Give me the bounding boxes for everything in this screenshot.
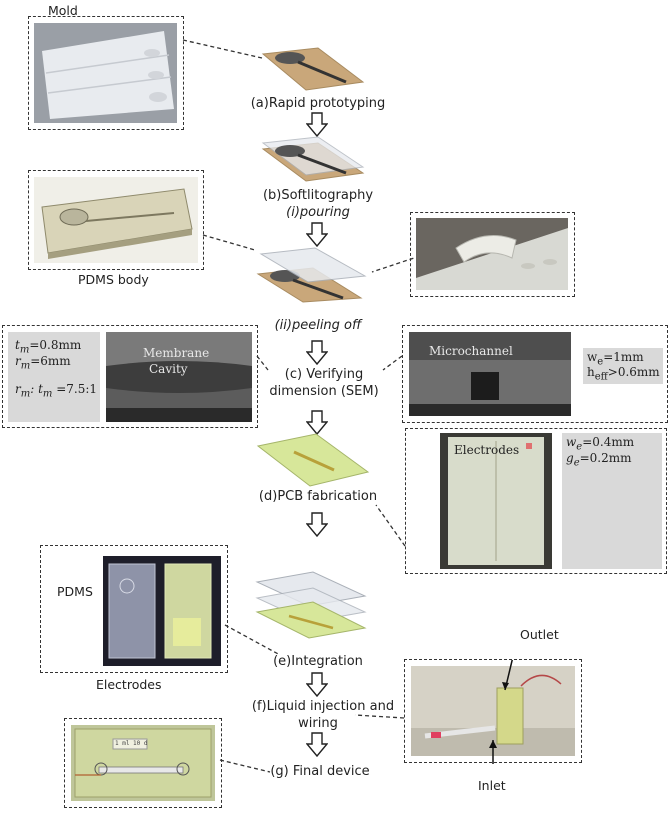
- step-b-pouring-label: (i)pouring: [286, 205, 350, 220]
- final-device-photo: [71, 725, 215, 801]
- down-arrow-icon: [306, 222, 328, 248]
- microchannel-overlay-label: Microchannel: [429, 344, 513, 358]
- mold-label: Mold: [48, 3, 78, 18]
- step-d-label: (d)PCB fabrication: [258, 489, 378, 504]
- electrode-width-param: we=0.4mm: [566, 435, 635, 453]
- membrane-overlay-label: Membrane: [143, 346, 210, 360]
- pdms-body-label: PDMS body: [78, 272, 149, 287]
- sem-right-box: Microchannel we=1mm heff>0.6mm: [402, 325, 668, 423]
- sem-microchannel-image: [409, 332, 571, 416]
- sem-left-box: tm=0.8mm rm=6mm rm: tm =7.5:1 Membrane C…: [2, 325, 258, 428]
- final-device-marking: 1 ml 10 d: [115, 740, 148, 747]
- step-b-label: (b)Softlitography: [262, 188, 374, 203]
- heff-param: heff>0.6mm: [587, 365, 660, 383]
- connector-mold: [182, 39, 263, 59]
- pcb-photo: [440, 433, 552, 569]
- electrodes-overlay-label: Electrodes: [454, 443, 520, 457]
- we-param: we=1mm: [587, 350, 644, 368]
- electrode-params-panel: [562, 433, 662, 569]
- pcb-photo-box: Electrodes we=0.4mm ge=0.2mm: [405, 428, 667, 574]
- step-g-label: (g) Final device: [270, 764, 370, 779]
- outlet-label: Outlet: [520, 627, 559, 642]
- down-arrow-icon: [306, 410, 328, 436]
- step-c-label-2: dimension (SEM): [269, 384, 379, 399]
- step-a-label: (a)Rapid prototyping: [250, 96, 386, 111]
- connector-pdms-body: [202, 234, 256, 251]
- step-f-label-1: (f)Liquid injection and: [251, 699, 395, 714]
- pcb-graphic: [256, 433, 370, 487]
- step-f-label-2: wiring: [298, 716, 338, 731]
- ratio-param: rm: tm =7.5:1: [15, 382, 98, 400]
- cavity-overlay-label: Cavity: [149, 362, 188, 376]
- final-device-photo-box: 1 ml 10 d: [64, 718, 222, 808]
- down-arrow-icon: [306, 512, 328, 538]
- mold-photo: [34, 23, 177, 123]
- step-c-label-1: (c) Verifying: [284, 367, 364, 382]
- mold-photo-box: [28, 16, 184, 130]
- liquid-injection-photo-box: [404, 659, 582, 764]
- pdms-body-photo: [34, 177, 198, 263]
- channel-params-panel: [583, 348, 663, 384]
- down-arrow-icon: [306, 340, 328, 366]
- integration-photo-box: PDMS: [40, 545, 228, 673]
- pdms-label: PDMS: [57, 584, 93, 599]
- tm-param: tm=0.8mm: [15, 338, 82, 356]
- electrode-gap-param: ge=0.2mm: [566, 451, 632, 469]
- pdms-body-photo-box: [28, 170, 204, 270]
- peel-photo-box: [410, 212, 575, 297]
- step-b-peeling-label: (ii)peeling off: [274, 318, 362, 333]
- integration-photo: [103, 556, 221, 666]
- membrane-params-panel: [8, 332, 100, 422]
- rm-param: rm=6mm: [15, 354, 71, 372]
- peel-photo: [416, 218, 568, 290]
- integration-graphic: [255, 571, 367, 639]
- step-e-label: (e)Integration: [273, 654, 363, 669]
- connector-pcb: [375, 504, 406, 547]
- electrodes-caption: Electrodes: [96, 677, 162, 692]
- inlet-label: Inlet: [478, 778, 506, 793]
- down-arrow-icon: [306, 112, 328, 138]
- softlitography-graphic: [261, 136, 365, 182]
- down-arrow-icon: [306, 732, 328, 758]
- down-arrow-icon: [306, 672, 328, 698]
- peeling-off-graphic: [256, 247, 367, 303]
- sem-membrane-image: [106, 332, 252, 422]
- rapid-prototyping-graphic: [261, 47, 365, 91]
